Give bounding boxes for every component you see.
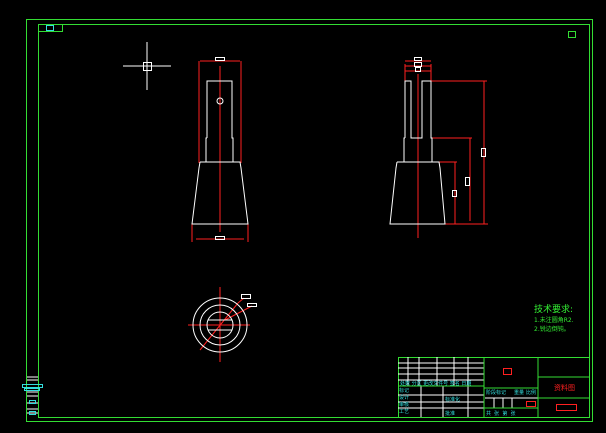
stage-label: 阶段标记: [486, 390, 507, 396]
row-label: 工艺: [399, 409, 410, 415]
notes-line-1: 1.未注圆角R2.: [534, 317, 574, 324]
outer-frame: [26, 19, 593, 422]
top-left-code-box: [38, 24, 63, 32]
row-label: 设计: [399, 395, 410, 401]
notes-heading: 技术要求:: [534, 305, 574, 315]
scale-label: 比例: [526, 390, 537, 396]
title-block: [398, 357, 590, 418]
technical-requirements: 技术要求: 1.未注圆角R2. 2.锐边倒钝。: [534, 305, 574, 334]
approve-label: 批准: [445, 411, 456, 417]
crosshair-cursor-icon: [123, 42, 171, 90]
std-label: 标准化: [445, 397, 461, 403]
front-view: [191, 57, 249, 242]
ucs-icon: [568, 31, 576, 38]
revision-header: 处数 分区 更改文件号 签名 日期: [400, 381, 472, 387]
title-row-labels: 标记 设计 审核 工艺: [399, 388, 409, 416]
row-label: 审核: [399, 402, 410, 408]
side-view: [389, 57, 488, 238]
inner-frame: [38, 24, 590, 418]
left-margin-strip: [22, 376, 43, 415]
drawing-name: 资料图: [554, 384, 575, 392]
top-left-code-mark: [46, 25, 54, 31]
top-view: [188, 287, 257, 362]
sheet-label: 共 张 第 张: [486, 411, 516, 417]
weight-label: 重量: [514, 390, 525, 396]
notes-line-2: 2.锐边倒钝。: [534, 326, 570, 333]
row-label: 标记: [399, 388, 410, 394]
